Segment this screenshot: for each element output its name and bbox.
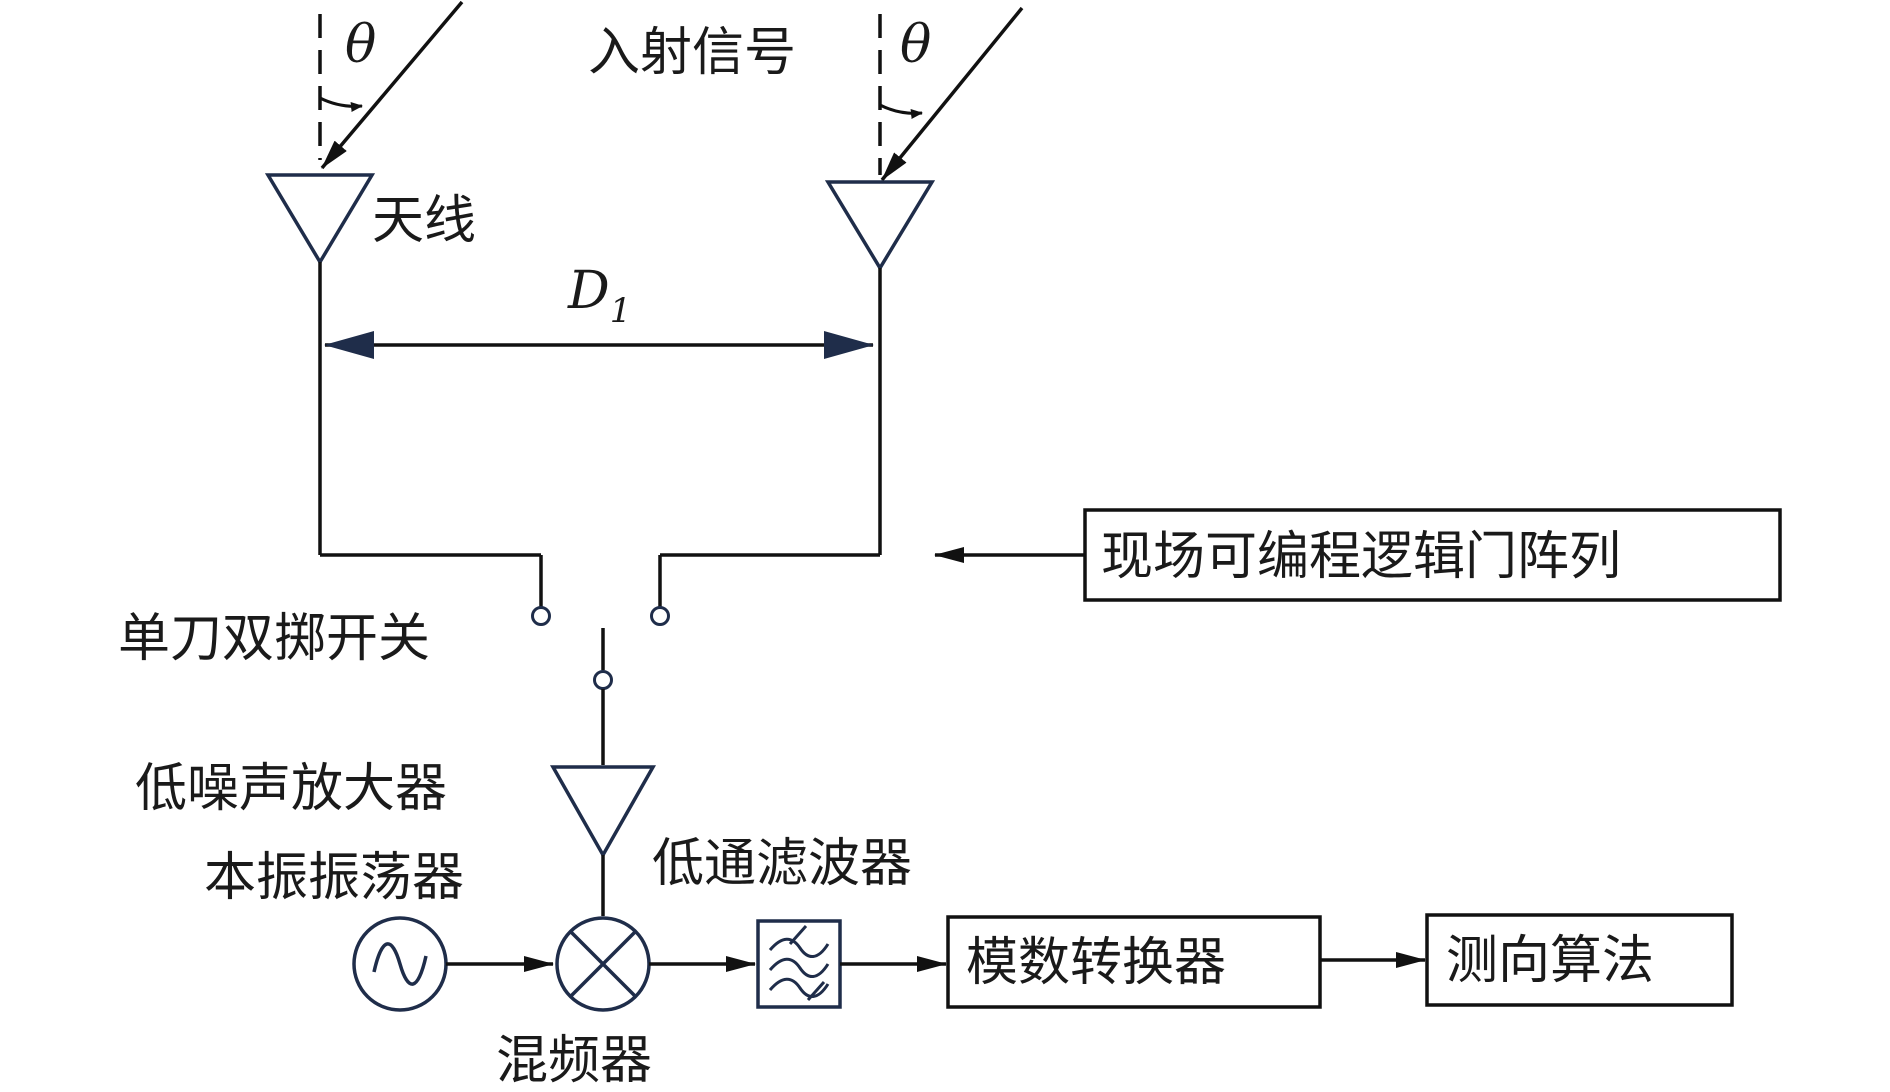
local-oscillator-label: 本振振荡器 [204, 848, 464, 908]
incident-ray-right [880, 6, 1024, 182]
filter-slash-2 [806, 981, 826, 1001]
filter-wave-2 [768, 957, 830, 978]
antenna-right [824, 6, 1024, 555]
mixer-label: 混频器 [496, 1031, 652, 1091]
direction-finding-box [1425, 913, 1734, 1007]
filter-wave-3 [768, 977, 830, 998]
filter-wave-1 [768, 937, 830, 958]
lna-label: 低噪声放大器 [135, 759, 447, 819]
fpga-label: 现场可编程逻辑门阵列 [1101, 527, 1621, 587]
adc-label: 模数转换器 [966, 933, 1226, 993]
filter-slash-1 [788, 925, 808, 945]
spdt-switch-label: 单刀双掷开关 [118, 609, 430, 669]
spdt-switch [531, 606, 670, 765]
antenna-label: 天线 [372, 191, 476, 251]
antenna-left-icon [264, 173, 376, 266]
lna-icon [549, 765, 657, 859]
incident-ray-left [320, 0, 464, 170]
theta-label-right: θ [900, 15, 931, 75]
direction-finding-label: 测向算法 [1446, 931, 1654, 991]
switch-contact-left [531, 606, 551, 626]
antenna-left [264, 0, 464, 555]
incident-signal-label: 入射信号 [588, 23, 796, 83]
mixer-cross-b [569, 930, 637, 998]
fpga-box [1083, 508, 1782, 602]
antenna-right-icon [824, 180, 936, 272]
sine-wave-icon [372, 942, 428, 986]
angle-arc-right [879, 103, 923, 119]
spacing-label: D1 [567, 261, 631, 331]
adc-box [946, 915, 1322, 1009]
theta-label-left: θ [345, 15, 376, 75]
angle-arc-left [319, 96, 363, 112]
low-pass-filter-label: 低通滤波器 [652, 834, 912, 894]
switch-contact-right [650, 606, 670, 626]
switch-common-contact [593, 670, 613, 690]
